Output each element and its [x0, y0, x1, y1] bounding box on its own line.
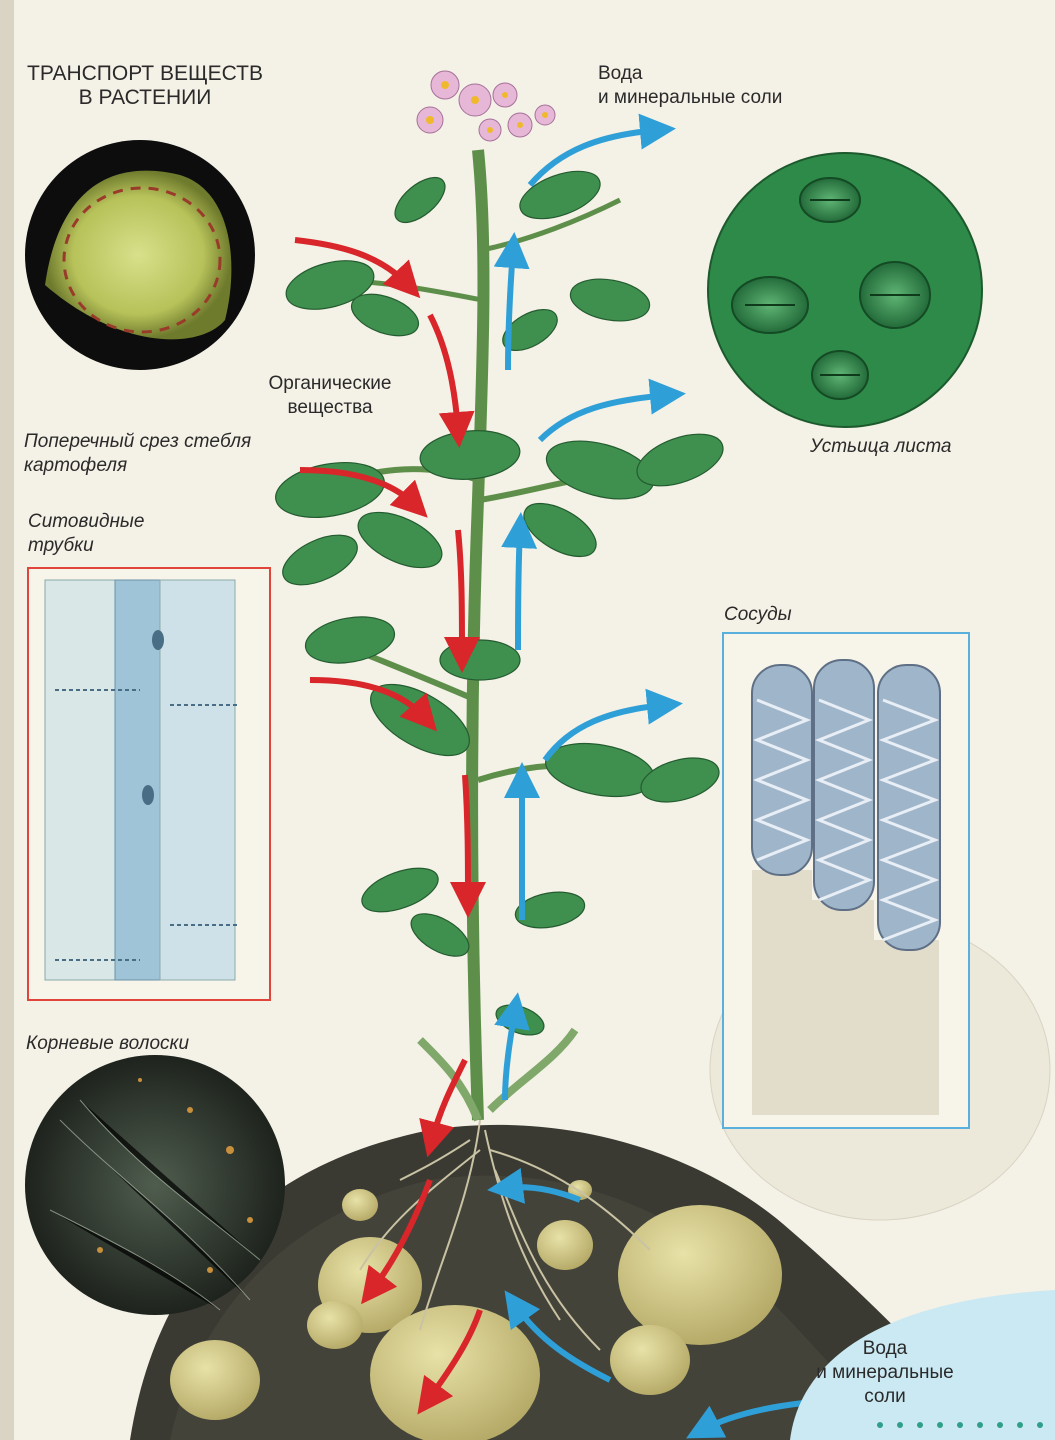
organic-line-2: вещества	[255, 396, 405, 420]
sieve-tubes-label: Ситовидные трубки	[28, 510, 144, 558]
stem-section-line-1: Поперечный срез стебля	[24, 430, 251, 454]
water-top-line-1: Вода	[598, 62, 782, 86]
water-bottom-line-3: соли	[795, 1385, 975, 1409]
water-top-line-2: и минеральные соли	[598, 86, 782, 110]
organic-line-1: Органические	[255, 372, 405, 396]
vessels-label: Сосуды	[724, 603, 792, 627]
stem-cross-section-photo	[25, 140, 255, 370]
root-hairs-photo	[25, 1055, 285, 1315]
title-line-2: В РАСТЕНИИ	[20, 86, 270, 110]
water-bottom-line-1: Вода	[795, 1337, 975, 1361]
diagram-title: ТРАНСПОРТ ВЕЩЕСТВ В РАСТЕНИИ	[20, 62, 270, 110]
water-top-label: Вода и минеральные соли	[598, 62, 782, 110]
organic-arrow-6	[465, 775, 468, 900]
root-hairs-label: Корневые волоски	[26, 1032, 189, 1056]
sieve-tubes-line-1: Ситовидные	[28, 510, 144, 534]
dots-decoration	[877, 1422, 1043, 1428]
water-arrow-4	[518, 530, 520, 650]
sieve-tubes-illustration	[28, 568, 270, 1000]
stem-section-line-2: картофеля	[24, 454, 251, 478]
organic-label: Органические вещества	[255, 372, 405, 420]
title-line-1: ТРАНСПОРТ ВЕЩЕСТВ	[20, 62, 270, 86]
sieve-tubes-line-2: трубки	[28, 534, 144, 558]
vessels-illustration	[723, 633, 969, 1128]
water-bottom-label: Вода и минеральные соли	[795, 1337, 975, 1409]
stomata-label: Устьица листа	[810, 435, 952, 459]
water-bottom-line-2: и минеральные	[795, 1361, 975, 1385]
stomata-photo	[708, 153, 982, 427]
stem-section-label: Поперечный срез стебля картофеля	[24, 430, 251, 478]
